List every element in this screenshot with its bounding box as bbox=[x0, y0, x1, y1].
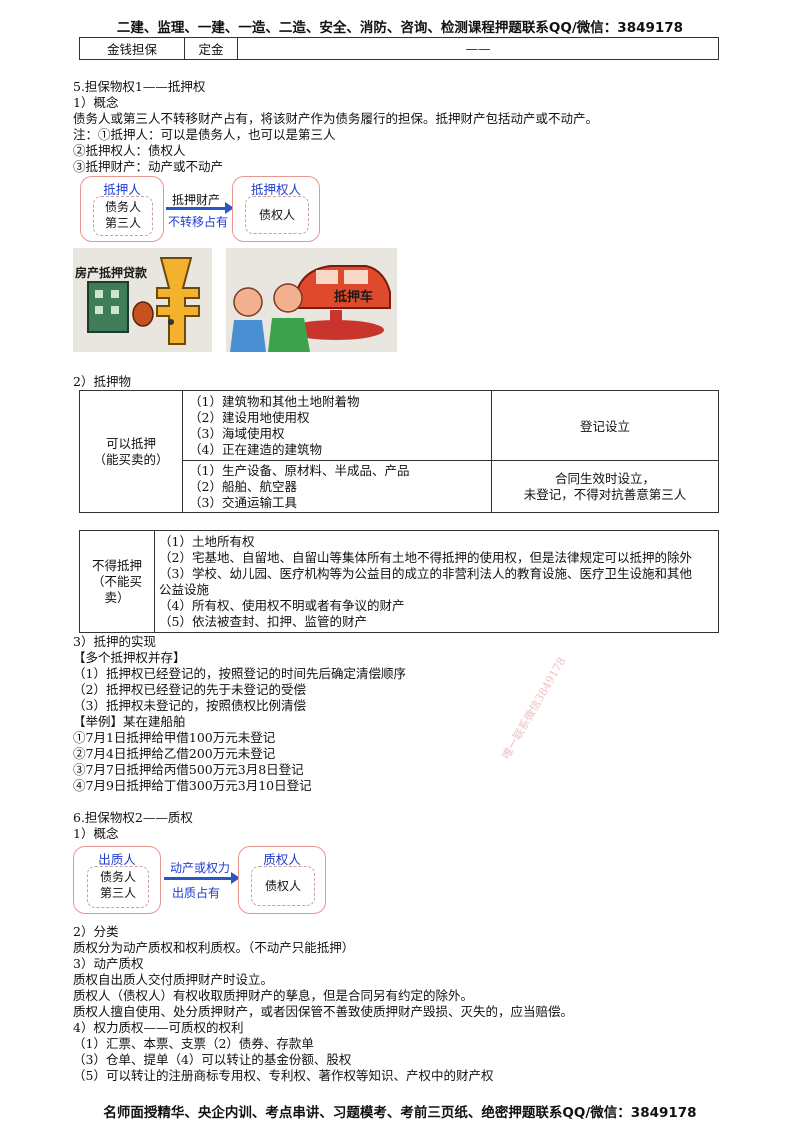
arrow bbox=[164, 872, 240, 884]
property-list: （1）建筑物和其他土地附着物 （2）建设用地使用权 （3）海域使用权 （4）正在… bbox=[182, 390, 492, 461]
pledgee-label: 质权人 bbox=[263, 852, 301, 867]
mortgageable-table: 可以抵押 （能买卖的） （1）建筑物和其他土地附着物 （2）建设用地使用权 （3… bbox=[79, 390, 719, 513]
list-item: （3）抵押权未登记的，按照债权比例清偿 bbox=[73, 698, 306, 713]
establishment-rule: 登记设立 bbox=[491, 390, 719, 461]
arrow-label-top: 动产或权力 bbox=[170, 861, 231, 875]
arrow-label-top: 抵押财产 bbox=[172, 193, 221, 207]
list-item: （2）宅基地、自留地、自留山等集体所有土地不得抵押的使用权，但是法律规定可以抵押… bbox=[159, 549, 692, 565]
mortgagee-label: 抵押权人 bbox=[250, 182, 301, 197]
inner-text: 债务人 bbox=[104, 200, 141, 214]
mortgagor-label: 抵押人 bbox=[103, 182, 141, 197]
list-item: （2）建设用地使用权 bbox=[189, 409, 310, 425]
watermark: 唯一联系微信3849178 bbox=[499, 655, 569, 762]
list-item: ④7月9日抵押给丁借300万元3月10日登记 bbox=[73, 778, 312, 793]
list-item: （3）学校、幼儿园、医疗机构等为公益目的成立的非营利法人的教育设施、医疗卫生设施… bbox=[159, 565, 692, 581]
inner-text: 第三人 bbox=[104, 216, 141, 230]
section-title: 5.担保物权1——抵押权 bbox=[73, 79, 206, 94]
list-item: （4）所有权、使用权不明或者有争议的财产 bbox=[159, 597, 405, 613]
bracket-heading: 【多个抵押权并存】 bbox=[73, 650, 186, 665]
pledgor-inner: 债务人 第三人 bbox=[87, 866, 149, 908]
mortgagor-box: 抵押人 债务人 第三人 bbox=[80, 176, 164, 242]
list-item: ②7月4日抵押给乙借200万元未登记 bbox=[73, 746, 276, 761]
table-cell: 金钱担保 bbox=[79, 37, 185, 60]
list-item: （3）交通运输工具 bbox=[189, 494, 297, 510]
pledgee-inner: 债权人 bbox=[251, 866, 315, 906]
inner-text: 债务人 bbox=[99, 870, 136, 884]
arrow-label-bottom: 不转移占有 bbox=[168, 215, 229, 229]
list-item: （5）依法被查封、扣押、监管的财产 bbox=[159, 613, 367, 629]
page-footer: 名师面授精华、央企内训、考点串讲、习题模考、考前三页纸、绝密押题联系QQ/微信：… bbox=[103, 1105, 697, 1121]
row-header-text: （能买卖的） bbox=[93, 451, 169, 467]
car-mortgage-illustration: 抵押车 bbox=[226, 248, 397, 352]
mortgagor-inner: 债务人 第三人 bbox=[93, 196, 153, 236]
list-item: （1）建筑物和其他土地附着物 bbox=[189, 393, 360, 409]
list-item: （1）生产设备、原材料、半成品、产品 bbox=[189, 462, 410, 478]
paragraph: 债务人或第三人不转移财产占有，将该财产作为债务履行的担保。抵押财产包括动产或不动… bbox=[73, 111, 599, 126]
list-item: （4）正在建造的建筑物 bbox=[189, 441, 322, 457]
non-mortgageable-table: 不得抵押 （不能买 卖） （1）土地所有权 （2）宅基地、自留地、自留山等集体所… bbox=[79, 530, 719, 633]
row-header-text: 可以抵押 bbox=[105, 435, 156, 451]
mortgagee-box: 抵押权人 债权人 bbox=[232, 176, 320, 242]
subheading: 4）权力质权——可质权的权利 bbox=[73, 1020, 244, 1035]
subheading: 1）概念 bbox=[73, 826, 119, 841]
paragraph: ②抵押权人：债权人 bbox=[73, 143, 186, 158]
list-item: （2）抵押权已经登记的先于未登记的受偿 bbox=[73, 682, 306, 697]
rule-text: 未登记，不得对抗善意第三人 bbox=[523, 486, 687, 502]
rule-text: 合同生效时设立， bbox=[554, 470, 655, 486]
list-item: （1）抵押权已经登记的，按照登记的时间先后确定清偿顺序 bbox=[73, 666, 406, 681]
row-header-text: 不得抵押 bbox=[91, 557, 142, 573]
subheading: 1）概念 bbox=[73, 95, 119, 110]
paragraph: 质权分为动产质权和权利质权。（不动产只能抵押） bbox=[73, 940, 355, 955]
table-cell: 定金 bbox=[184, 37, 238, 60]
row-header: 不得抵押 （不能买 卖） bbox=[79, 530, 155, 633]
table-cell: —— bbox=[237, 37, 719, 60]
paragraph: 质权自出质人交付质押财产时设立。 bbox=[73, 972, 274, 987]
arrow-label-bottom: 出质占有 bbox=[172, 886, 221, 900]
list-item: （3）海域使用权 bbox=[189, 425, 285, 441]
paragraph: 质权人擅自使用、处分质押财产，或者因保管不善致使质押财产毁损、灭失的，应当赔偿。 bbox=[73, 1004, 574, 1019]
list-item: （2）船舶、航空器 bbox=[189, 478, 297, 494]
guarantee-table-row: 金钱担保 定金 —— bbox=[79, 37, 719, 60]
row-header-text: （不能买 bbox=[91, 573, 142, 589]
list-item: （1）土地所有权 bbox=[159, 533, 255, 549]
page-header: 二建、监理、一建、一造、二造、安全、消防、咨询、检测课程押题联系QQ/微信：38… bbox=[116, 20, 684, 36]
row-header-text: 卖） bbox=[104, 589, 130, 605]
inner-text: 第三人 bbox=[99, 886, 136, 900]
subheading: 2）分类 bbox=[73, 924, 119, 939]
paragraph: 注：①抵押人：可以是债务人，也可以是第三人 bbox=[73, 127, 336, 142]
list-item: （3）仓单、提单（4）可以转让的基金份额、股权 bbox=[73, 1052, 352, 1067]
pledgor-box: 出质人 债务人 第三人 bbox=[73, 846, 161, 914]
subheading: 2）抵押物 bbox=[73, 374, 131, 389]
list-item: 公益设施 bbox=[159, 581, 210, 597]
arrow bbox=[166, 202, 234, 214]
paragraph: 质权人（债权人）有权收取质押财产的孳息，但是合同另有约定的除外。 bbox=[73, 988, 474, 1003]
pledgee-box: 质权人 债权人 bbox=[238, 846, 326, 914]
establishment-rule: 合同生效时设立， 未登记，不得对抗善意第三人 bbox=[491, 460, 719, 513]
list-item: ③7月7日抵押给丙借500万元3月8日登记 bbox=[73, 762, 304, 777]
pledgor-label: 出质人 bbox=[98, 852, 136, 867]
mortgagee-inner: 债权人 bbox=[245, 196, 309, 234]
house-mortgage-loan-illustration: 房产抵押贷款 bbox=[73, 248, 212, 352]
property-list: （1）生产设备、原材料、半成品、产品 （2）船舶、航空器 （3）交通运输工具 bbox=[182, 460, 492, 513]
section-title: 6.担保物权2——质权 bbox=[73, 810, 193, 825]
subheading: 3）动产质权 bbox=[73, 956, 144, 971]
illustration-caption: 抵押车 bbox=[334, 290, 374, 305]
list-item: ①7月1日抵押给甲借100万元未登记 bbox=[73, 730, 276, 745]
list-item: （5）可以转让的注册商标专用权、专利权、著作权等知识、产权中的财产权 bbox=[73, 1068, 494, 1083]
list-item: （1）汇票、本票、支票（2）债券、存款单 bbox=[73, 1036, 314, 1051]
bracket-heading: 【举例】某在建船舶 bbox=[73, 714, 186, 729]
prohibited-list: （1）土地所有权 （2）宅基地、自留地、自留山等集体所有土地不得抵押的使用权，但… bbox=[154, 530, 719, 633]
illustration-caption: 房产抵押贷款 bbox=[75, 266, 148, 280]
row-header: 可以抵押 （能买卖的） bbox=[79, 390, 183, 513]
paragraph: ③抵押财产：动产或不动产 bbox=[73, 159, 224, 174]
subheading: 3）抵押的实现 bbox=[73, 634, 156, 649]
